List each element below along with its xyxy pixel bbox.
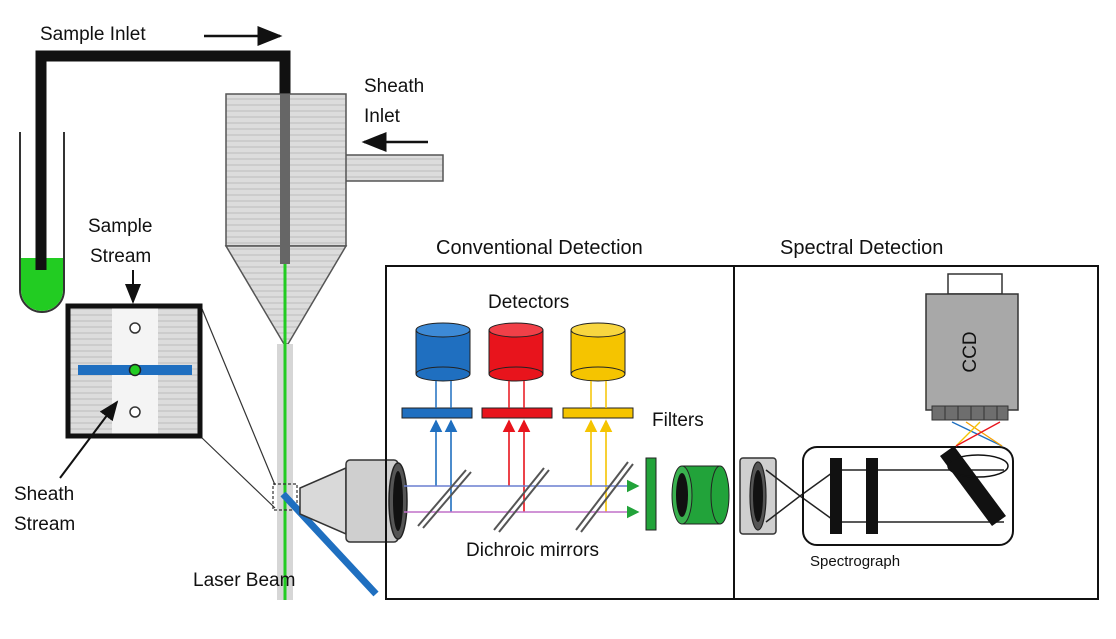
dichroic-mirrors-label: Dichroic mirrors: [466, 540, 599, 561]
diffraction-grating: [940, 446, 1006, 526]
detector-green: [671, 465, 730, 525]
filters-label: Filters: [652, 410, 704, 431]
interrogation-point-box: [272, 483, 298, 511]
detector-blue: [415, 322, 471, 382]
sample-fluid: [21, 258, 63, 311]
dichroic-mirror: [417, 469, 472, 529]
detector-yellow: [570, 322, 626, 382]
spectral-detection-label: Spectral Detection: [780, 237, 943, 259]
filter-blue: [401, 407, 473, 419]
inset-particle-excited: [128, 363, 142, 377]
spectral-objective-lens: [739, 457, 777, 535]
inset-particle: [129, 322, 141, 334]
zoom-inset: [65, 303, 203, 439]
filter-red: [481, 407, 553, 419]
flow-cell: [224, 93, 444, 345]
spectrograph: [802, 446, 1014, 546]
dichroic-mirror: [575, 461, 634, 533]
spectrograph-slit: [830, 458, 842, 534]
ccd-ray-orange: [965, 421, 1003, 447]
sheath-stream-label-line1: Sheath: [14, 484, 74, 505]
laser-beam-label: Laser Beam: [193, 570, 295, 591]
sample-core-injector: [280, 94, 290, 264]
ccd-label: CCD: [960, 331, 981, 372]
sheath-stream-arrow: [59, 400, 119, 479]
sheath-label: Sheath: [364, 76, 424, 97]
ccd-ray-yellow: [955, 421, 981, 447]
sample-inlet-label: Sample Inlet: [40, 24, 146, 45]
spectrograph-lens: [866, 458, 878, 534]
spectral-detection-box: [733, 265, 1099, 600]
detectors-label: Detectors: [488, 292, 569, 313]
dichroic-mirror: [493, 467, 550, 533]
sample-stream-label-line1: Sample: [88, 216, 152, 237]
sheath-stream-label-line2: Stream: [14, 514, 75, 535]
ccd-ray-red: [955, 421, 1001, 447]
filter-yellow: [562, 407, 634, 419]
spectrograph-label: Spectrograph: [810, 553, 900, 570]
detector-red: [488, 322, 544, 382]
inset-particle: [129, 406, 141, 418]
laser-beam: [280, 491, 379, 597]
conventional-detection-label: Conventional Detection: [436, 237, 643, 259]
filter-green: [645, 457, 657, 531]
ccd-camera: CCD: [925, 273, 1019, 421]
sample-stream-label-line2: Stream: [90, 246, 151, 267]
sheath-inlet-port: [344, 154, 444, 182]
inlet-label: Inlet: [364, 106, 401, 127]
